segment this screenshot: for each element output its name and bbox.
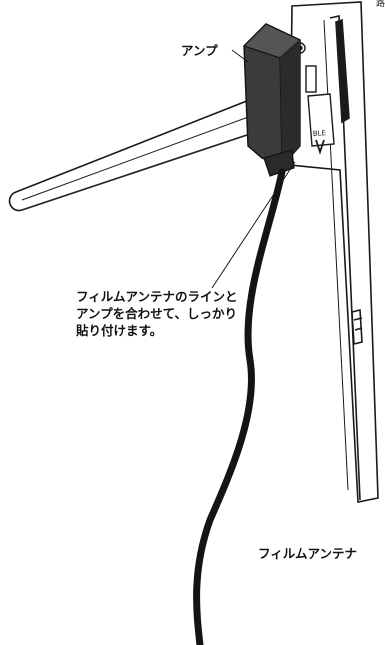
film-antenna-strip (289, 1, 379, 503)
cable (193, 168, 286, 645)
instruction-line-3: 貼り付けます。 (76, 323, 163, 338)
film-antenna-label: フィルムアンテナ (258, 545, 358, 562)
connector-marking: BLE (313, 129, 327, 138)
instruction-line-2: アンプを合わせて、しっかり (76, 306, 238, 321)
amp-body (242, 23, 302, 177)
instruction-line-1: フィルムアンテナのラインと (76, 289, 238, 304)
amp-label: アンプ (181, 42, 218, 59)
amp-leader-line (231, 49, 249, 63)
horizontal-antenna-element (8, 93, 263, 212)
instruction-text: フィルムアンテナのラインと アンプを合わせて、しっかり 貼り付けます。 (76, 288, 238, 339)
corner-mark: 路 (375, 0, 385, 9)
instruction-leader-line (211, 161, 296, 289)
